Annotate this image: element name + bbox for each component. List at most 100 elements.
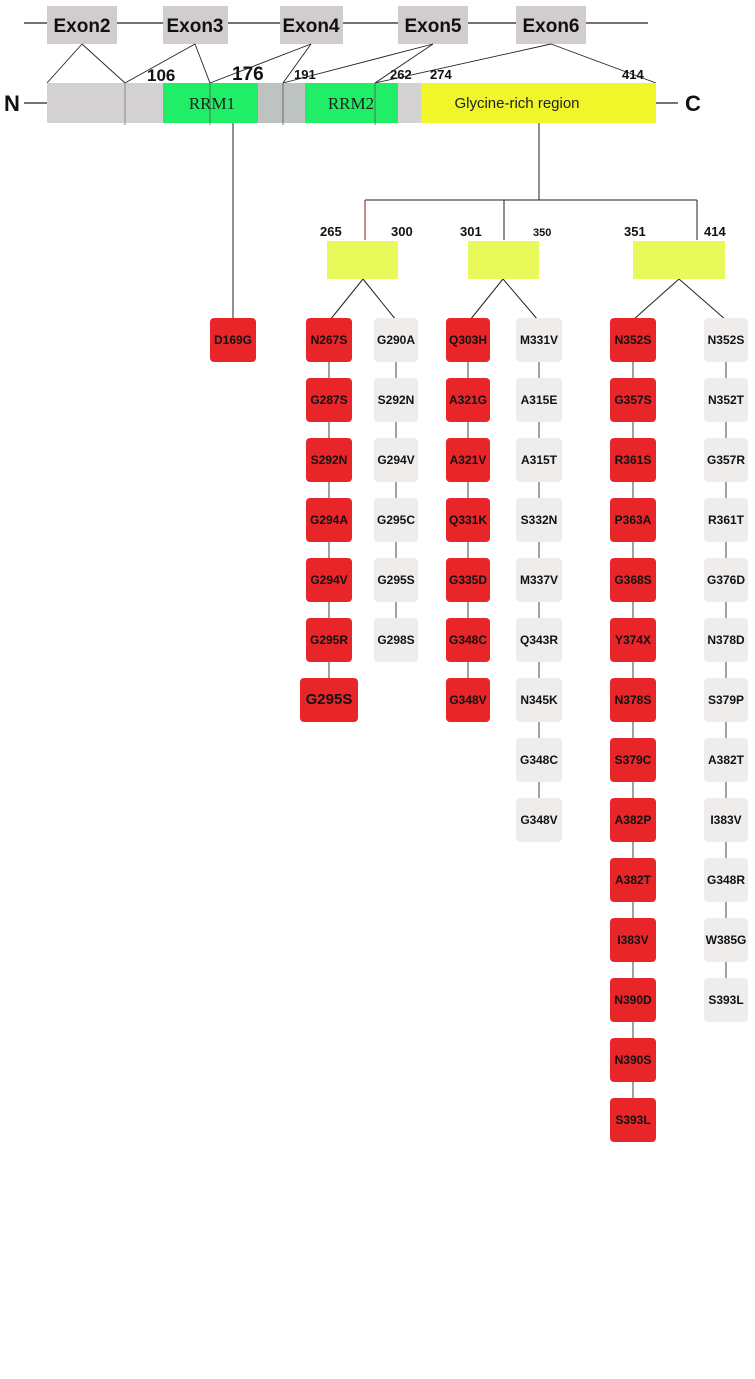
mutation-box — [610, 858, 656, 902]
mutation-box — [306, 378, 352, 422]
exon4-box — [280, 6, 343, 44]
mutation-box — [704, 558, 748, 602]
exon-mapping-lines — [46, 43, 657, 84]
rrm1-label: RRM1 — [189, 94, 235, 113]
rrm2-label: RRM2 — [328, 94, 374, 113]
mutation-box — [374, 618, 418, 662]
mutation-label: N345K — [520, 693, 558, 707]
mutation-box — [704, 918, 748, 962]
mutation-box — [446, 498, 490, 542]
exon-strip: Exon2 Exon3 Exon4 Exon5 Exon6 — [24, 6, 657, 84]
mutation-label: S393L — [615, 1113, 650, 1127]
mutation-label: A382T — [708, 753, 745, 767]
subregion-301-350 — [468, 241, 539, 279]
n-terminus-label: N — [4, 91, 20, 116]
mutation-box — [516, 318, 562, 362]
mutation-box — [704, 498, 748, 542]
glycine-rich-domain — [421, 83, 656, 123]
exon3-label: Exon3 — [166, 16, 223, 37]
mutation-label: G294V — [310, 573, 347, 587]
mutation-box — [610, 1038, 656, 1082]
mutation-box — [516, 438, 562, 482]
mutation-label: N352S — [708, 333, 745, 347]
mutation-box — [516, 798, 562, 842]
subregion-2-start: 301 — [460, 224, 482, 239]
mutation-label: N378S — [615, 693, 652, 707]
mutation-box — [704, 798, 748, 842]
mutation-label: A321V — [450, 453, 487, 467]
mutation-box — [306, 438, 352, 482]
mutation-label: G290A — [377, 333, 415, 347]
mutation-label: N378D — [707, 633, 745, 647]
mutation-label: S393L — [708, 993, 743, 1007]
mutation-box — [446, 378, 490, 422]
mutation-box — [704, 738, 748, 782]
exon6-label: Exon6 — [522, 16, 579, 37]
exon4-label: Exon4 — [282, 16, 339, 37]
mutation-label: G295R — [310, 633, 348, 647]
mutation-label: N390D — [614, 993, 652, 1007]
position-274: 274 — [430, 67, 452, 82]
mutation-box — [374, 498, 418, 542]
mutation-label: G357R — [707, 453, 745, 467]
mutation-label: G298S — [377, 633, 414, 647]
mutation-box — [306, 498, 352, 542]
mutation-label: N390S — [615, 1053, 652, 1067]
mutation-label: S292N — [311, 453, 348, 467]
mutation-label: S379P — [708, 693, 744, 707]
mutation-box — [610, 678, 656, 722]
mutation-label: D169G — [214, 333, 252, 347]
mutation-box — [610, 978, 656, 1022]
subregion-265-300 — [327, 241, 398, 279]
mutation-label: M337V — [520, 573, 558, 587]
mutation-label: G295S — [377, 573, 414, 587]
mutation-label: G295C — [377, 513, 415, 527]
mutation-label: G348R — [707, 873, 745, 887]
mutation-box — [610, 738, 656, 782]
mutation-label: A382T — [615, 873, 652, 887]
mutation-column-c3-gray: N352S N352T G357R R361T G376D N378D S379P A382T… — [704, 318, 748, 1022]
mutation-label: G335D — [449, 573, 487, 587]
mutation-box — [374, 318, 418, 362]
mutation-label: G357S — [614, 393, 651, 407]
mutation-box — [374, 558, 418, 602]
mutation-box — [610, 378, 656, 422]
mutation-box — [374, 438, 418, 482]
mutation-label: G294V — [377, 453, 414, 467]
mutation-label: N352S — [615, 333, 652, 347]
subregion-3-end: 414 — [704, 224, 726, 239]
mutation-label: G348C — [520, 753, 558, 767]
mutation-label: N352T — [708, 393, 745, 407]
mutation-label: G294A — [310, 513, 348, 527]
mutation-box — [610, 438, 656, 482]
exon5-box — [398, 6, 468, 44]
subregion-1-start: 265 — [320, 224, 342, 239]
position-106: 106 — [147, 66, 175, 85]
mutation-label: G348V — [520, 813, 557, 827]
mutation-label: G348V — [449, 693, 486, 707]
mutation-label: R361S — [615, 453, 652, 467]
mutation-label: Q303H — [449, 333, 487, 347]
rrm1-domain — [163, 83, 258, 123]
exon6-box — [516, 6, 586, 44]
mutation-box — [306, 618, 352, 662]
mutation-box — [446, 558, 490, 602]
mutation-box — [516, 738, 562, 782]
mutation-box — [516, 378, 562, 422]
exon3-box — [163, 6, 228, 44]
subregions: 265 300 301 350 351 414 — [320, 224, 726, 279]
exon2-box — [47, 6, 117, 44]
subregion-3-start: 351 — [624, 224, 646, 239]
mutation-label: R361T — [708, 513, 745, 527]
protein-gap-176-191 — [258, 83, 305, 123]
tree-connectors — [232, 123, 727, 321]
mutation-label: G368S — [614, 573, 651, 587]
mutation-label: G376D — [707, 573, 745, 587]
mutation-box — [704, 678, 748, 722]
mutation-label: G295S — [306, 691, 353, 708]
mutation-box — [374, 378, 418, 422]
c-terminus-label: C — [685, 91, 701, 116]
mutation-box — [300, 678, 358, 722]
